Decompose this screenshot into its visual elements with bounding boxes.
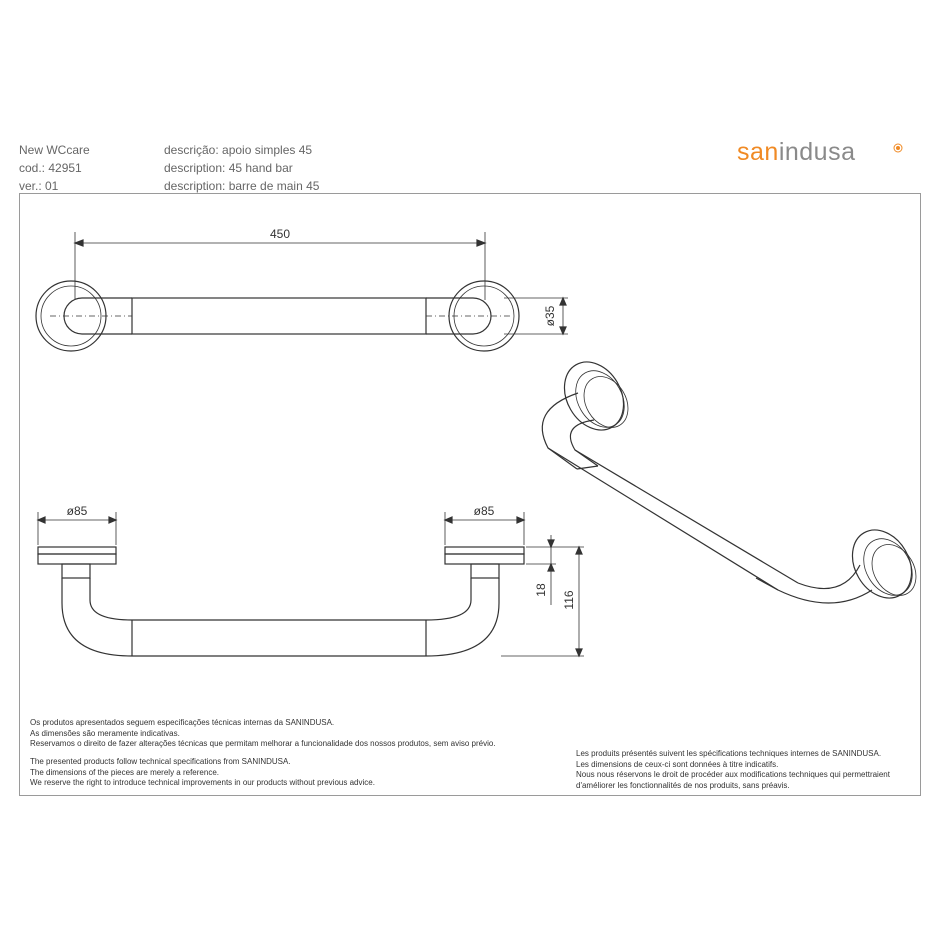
notes-portuguese: Os produtos apresentados seguem especifi…	[30, 718, 496, 750]
projection-label: 116	[562, 590, 576, 609]
product-code: cod.: 42951	[19, 161, 82, 175]
drawing-frame	[19, 193, 921, 796]
note-pt-1: Os produtos apresentados seguem especifi…	[30, 718, 335, 727]
isometric-view	[541, 361, 917, 604]
right-rosette-diameter-label: ø85	[474, 504, 495, 518]
left-rosette-diameter-label: ø85	[67, 504, 88, 518]
description-fr: description: barre de main 45	[164, 179, 320, 193]
note-en-1: The presented products follow technical …	[30, 757, 291, 766]
note-fr-4: d'améliorer les fonctionnalités de nos p…	[576, 780, 790, 790]
description-pt: descrição: apoio simples 45	[164, 143, 313, 157]
length-dimension-label: 450	[270, 227, 290, 241]
notes-english: The presented products follow technical …	[30, 757, 375, 789]
note-pt-2: As dimensões são meramente indicativas.	[30, 728, 180, 738]
note-pt-3: Reservamos o direito de fazer alterações…	[30, 739, 496, 749]
notes-french: Les produits présentés suivent les spéci…	[576, 749, 890, 791]
product-line: New WCcare	[19, 143, 90, 157]
product-info: New WCcare cod.: 42951 ver.: 01	[19, 141, 90, 195]
logo-mark-icon	[893, 143, 903, 153]
logo-part-san: san	[737, 138, 779, 166]
logo-part-indusa: indusa	[778, 138, 856, 166]
product-descriptions: descrição: apoio simples 45 description:…	[164, 141, 319, 195]
note-en-3: We reserve the right to introduce techni…	[30, 778, 375, 788]
tube-diameter-label: ø35	[543, 305, 557, 326]
description-en: description: 45 hand bar	[164, 161, 293, 175]
top-view	[35, 232, 568, 352]
front-view	[36, 512, 584, 658]
rosette-depth-label: 18	[534, 583, 548, 597]
note-fr-2: Les dimensions de ceux-ci sont données à…	[576, 759, 779, 769]
note-fr-1: Les produits présentés suivent les spéci…	[576, 749, 882, 758]
left-rosette-outline	[35, 280, 107, 352]
sanindusa-logo: sanindusa	[737, 138, 855, 167]
note-en-2: The dimensions of the pieces are merely …	[30, 767, 219, 777]
top-bar	[131, 297, 427, 335]
note-fr-3: Nous nous réservons le droit de procéder…	[576, 770, 890, 780]
product-version: ver.: 01	[19, 179, 59, 193]
